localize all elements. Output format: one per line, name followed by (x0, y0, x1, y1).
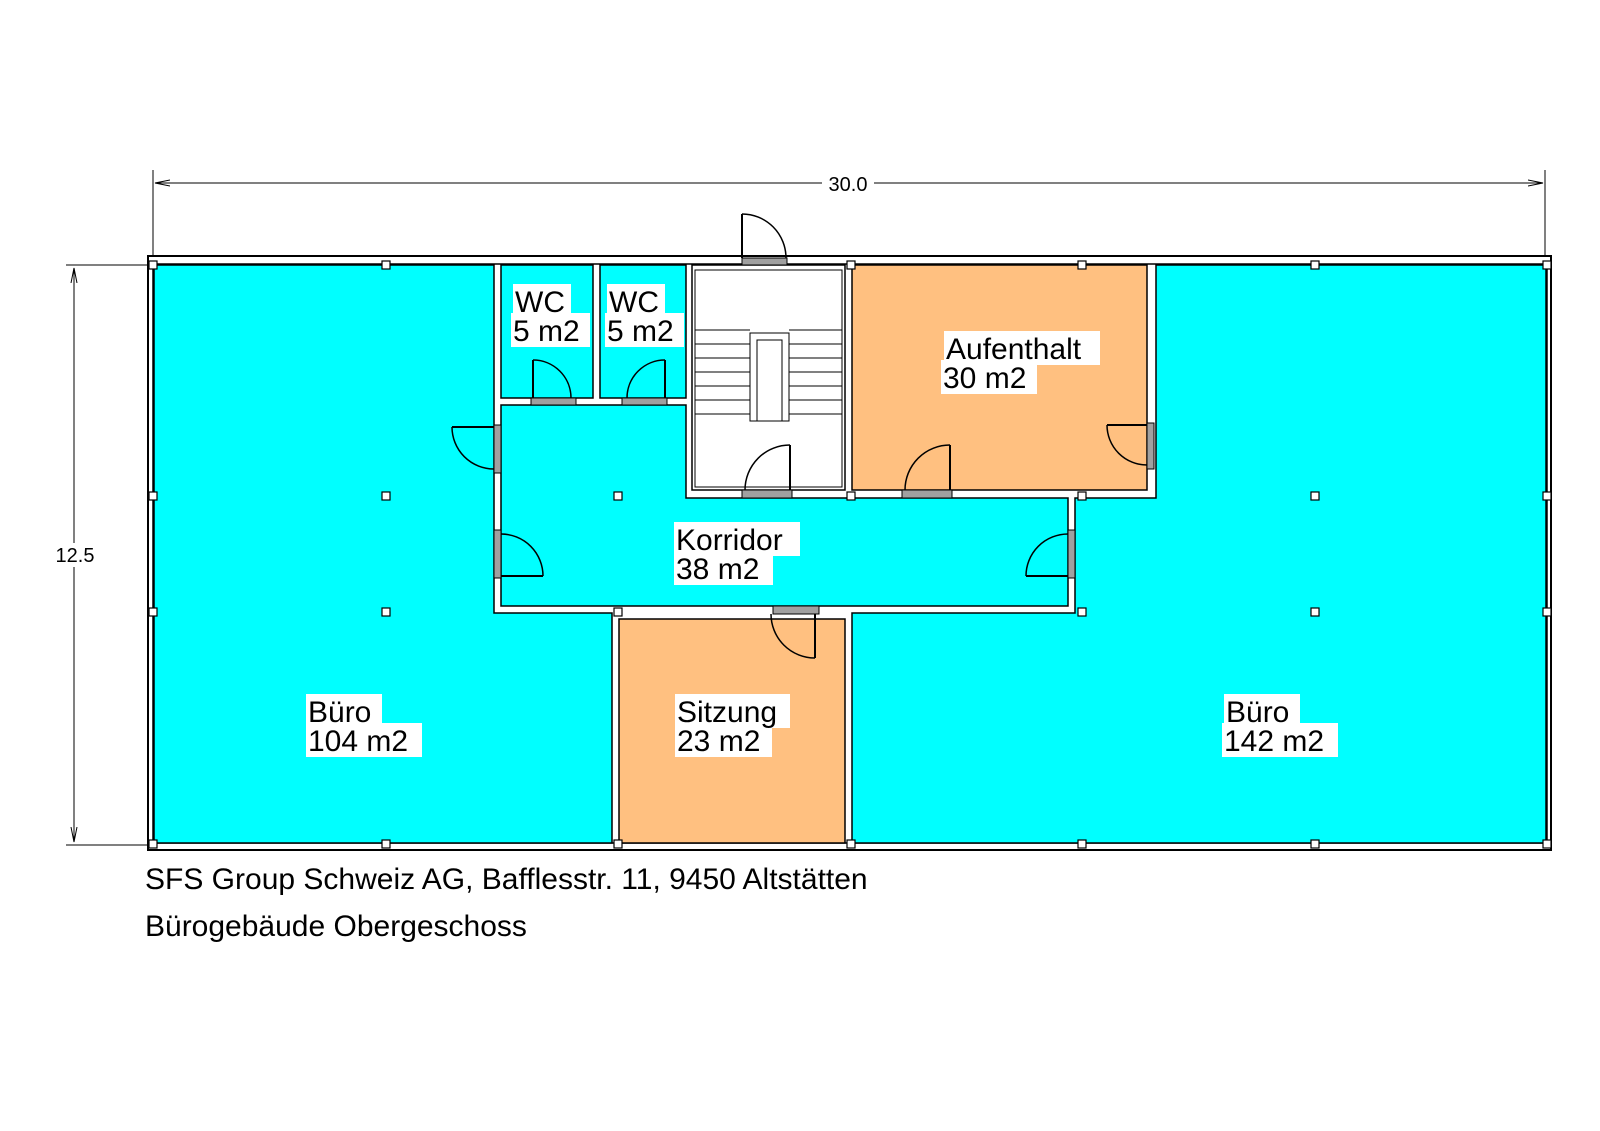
label-wc-1: WC 5 m2 (511, 284, 590, 348)
stairwell (691, 264, 846, 491)
label-korridor: Korridor 38 m2 (674, 522, 800, 586)
sitzung-area: 23 m2 (677, 725, 760, 758)
wc-1-name: WC (515, 286, 565, 319)
buero-left-name: Büro (308, 696, 371, 729)
dimension-height: 12.5 (50, 264, 150, 846)
dimension-width: 30.0 (152, 170, 1546, 262)
label-buero-left: Büro 104 m2 (306, 694, 422, 758)
door-buero-right (1025, 529, 1076, 579)
label-aufenthalt: Aufenthalt 30 m2 (941, 331, 1100, 395)
wc-1-area: 5 m2 (513, 315, 580, 348)
door-aufenthalt-buero (1106, 422, 1155, 470)
door-buero-left-lower (493, 529, 544, 579)
door-entrance (741, 213, 788, 266)
buero-right-area: 142 m2 (1224, 725, 1324, 758)
caption-address: SFS Group Schweiz AG, Bafflesstr. 11, 94… (145, 863, 868, 896)
column-grid (148, 260, 1552, 849)
wc-2-name: WC (609, 286, 659, 319)
door-buero-left-upper (451, 424, 502, 474)
door-sitzung (770, 605, 820, 659)
aufenthalt-name: Aufenthalt (946, 333, 1082, 366)
width-dimension-label: 30.0 (829, 174, 868, 196)
buero-left-area: 104 m2 (308, 725, 408, 758)
label-buero-right: Büro 142 m2 (1222, 694, 1338, 758)
buero-right-name: Büro (1226, 696, 1289, 729)
door-aufenthalt-corridor (901, 444, 953, 499)
aufenthalt-area: 30 m2 (943, 362, 1026, 395)
sitzung-name: Sitzung (677, 696, 777, 729)
label-sitzung: Sitzung 23 m2 (675, 694, 790, 758)
label-wc-2: WC 5 m2 (605, 284, 684, 348)
wc-2-area: 5 m2 (607, 315, 674, 348)
height-dimension-label: 12.5 (56, 545, 95, 567)
door-stairwell (741, 444, 793, 499)
korridor-name: Korridor (676, 524, 783, 557)
room-korridor (500, 404, 1069, 607)
door-wc-1 (530, 359, 577, 406)
korridor-area: 38 m2 (676, 553, 759, 586)
door-wc-2 (621, 359, 668, 406)
caption-subtitle: Bürogebäude Obergeschoss (145, 910, 527, 943)
